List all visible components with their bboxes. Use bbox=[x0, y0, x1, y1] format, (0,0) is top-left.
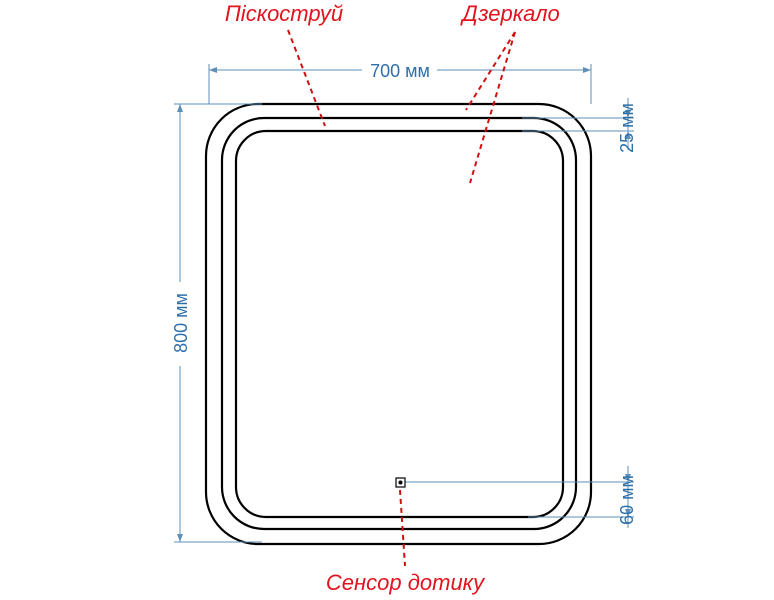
height-dimension: 800 мм bbox=[171, 103, 262, 543]
touch-sensor-icon bbox=[395, 477, 406, 488]
sensor-leader bbox=[399, 489, 406, 567]
sandblast-callout: Піскоструй bbox=[225, 1, 343, 26]
height-label: 800 мм bbox=[171, 293, 191, 353]
mirror-callout: Дзеркало bbox=[459, 1, 559, 26]
sensor-offset-dimension: 60 мм bbox=[404, 466, 637, 528]
sandblast-band-outer bbox=[220, 116, 578, 531]
mirror-leader-glass bbox=[469, 31, 516, 184]
mirror-outer-edge bbox=[204, 102, 593, 546]
band-offset-dimension: 25 мм bbox=[522, 98, 637, 153]
sensor-callout: Сенсор дотику bbox=[326, 570, 486, 595]
width-label: 700 мм bbox=[370, 61, 430, 81]
sensor-offset-label: 60 мм bbox=[617, 475, 637, 525]
width-dimension: 700 мм bbox=[208, 61, 592, 104]
band-offset-label: 25 мм bbox=[617, 103, 637, 153]
sandblast-leader bbox=[287, 29, 326, 127]
mirror-leader-frame bbox=[465, 31, 516, 111]
sandblast-band-inner bbox=[234, 129, 565, 519]
